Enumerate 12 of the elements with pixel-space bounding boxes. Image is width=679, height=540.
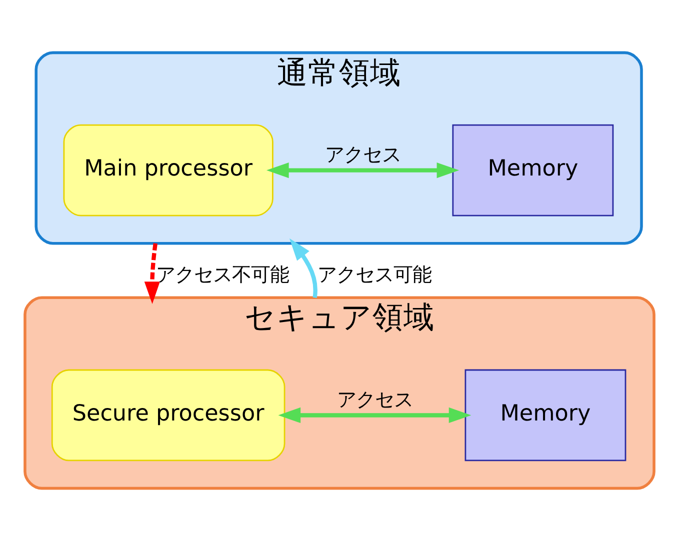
node-box: Memory: [464, 368, 626, 461]
node-box: Memory: [452, 124, 614, 216]
node-box: Main processor: [63, 124, 274, 216]
arrow: [278, 406, 472, 423]
arrow: [144, 242, 160, 304]
edge-label: アクセス: [336, 387, 413, 410]
edge-label: アクセス可能: [317, 262, 432, 286]
arrow: [266, 162, 460, 178]
node-box: Secure processor: [51, 368, 286, 461]
edge-label: アクセス: [324, 142, 401, 166]
edge-label: アクセス不可能: [156, 262, 290, 286]
arrow: [289, 238, 318, 298]
